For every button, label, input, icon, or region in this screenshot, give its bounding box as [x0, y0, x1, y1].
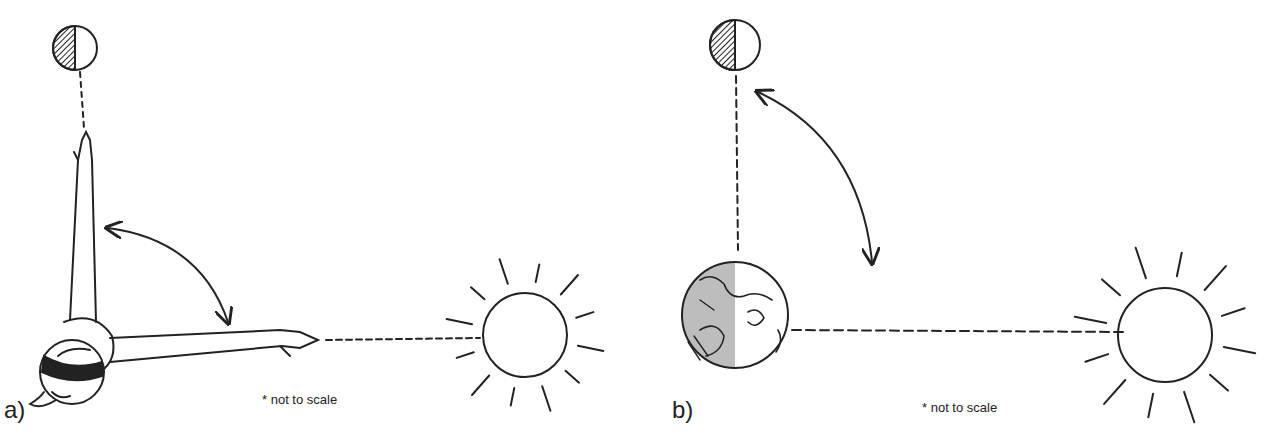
- sun-ray: [1224, 347, 1255, 353]
- sun-ray: [511, 388, 515, 406]
- sun-rays: [1075, 248, 1255, 422]
- panel-label: b): [672, 396, 693, 424]
- sight-line: [792, 330, 1125, 332]
- sight-line: [80, 72, 84, 128]
- sun-ray: [1222, 308, 1245, 316]
- girl: [30, 132, 318, 406]
- sun-ray: [1102, 279, 1120, 295]
- sun: [1118, 288, 1212, 382]
- sun-ray: [1104, 380, 1125, 404]
- scale-note: * not to scale: [262, 392, 337, 407]
- sun-ray: [542, 386, 550, 411]
- sun-ray: [457, 352, 474, 358]
- sun-ray: [1184, 392, 1194, 422]
- sun-ray: [471, 287, 485, 299]
- sun-ray: [578, 346, 604, 351]
- sun-ray: [1210, 375, 1228, 391]
- sun: [483, 293, 567, 377]
- sun-ray: [566, 371, 580, 383]
- sun-ray: [1136, 248, 1146, 278]
- sun-ray: [1075, 317, 1106, 323]
- sun-ray: [1085, 354, 1108, 362]
- moon: [53, 26, 97, 70]
- sun-ray: [1148, 394, 1153, 418]
- moon: [710, 20, 760, 70]
- sun-ray: [1177, 253, 1182, 277]
- sun-ray: [447, 319, 473, 324]
- angle-arrow: [108, 228, 228, 322]
- sun-ray: [1205, 266, 1226, 290]
- panel-label: a): [4, 396, 25, 424]
- scale-note: * not to scale: [922, 400, 997, 415]
- sun-ray: [536, 264, 540, 282]
- angle-arrow: [758, 92, 872, 262]
- earth: [682, 262, 788, 368]
- sun-ray: [576, 312, 593, 318]
- sight-line: [736, 76, 738, 250]
- sun-rays: [447, 259, 604, 411]
- sight-line: [326, 338, 480, 340]
- sun-ray: [561, 275, 578, 295]
- sun-ray: [472, 376, 489, 396]
- sun-ray: [500, 259, 508, 284]
